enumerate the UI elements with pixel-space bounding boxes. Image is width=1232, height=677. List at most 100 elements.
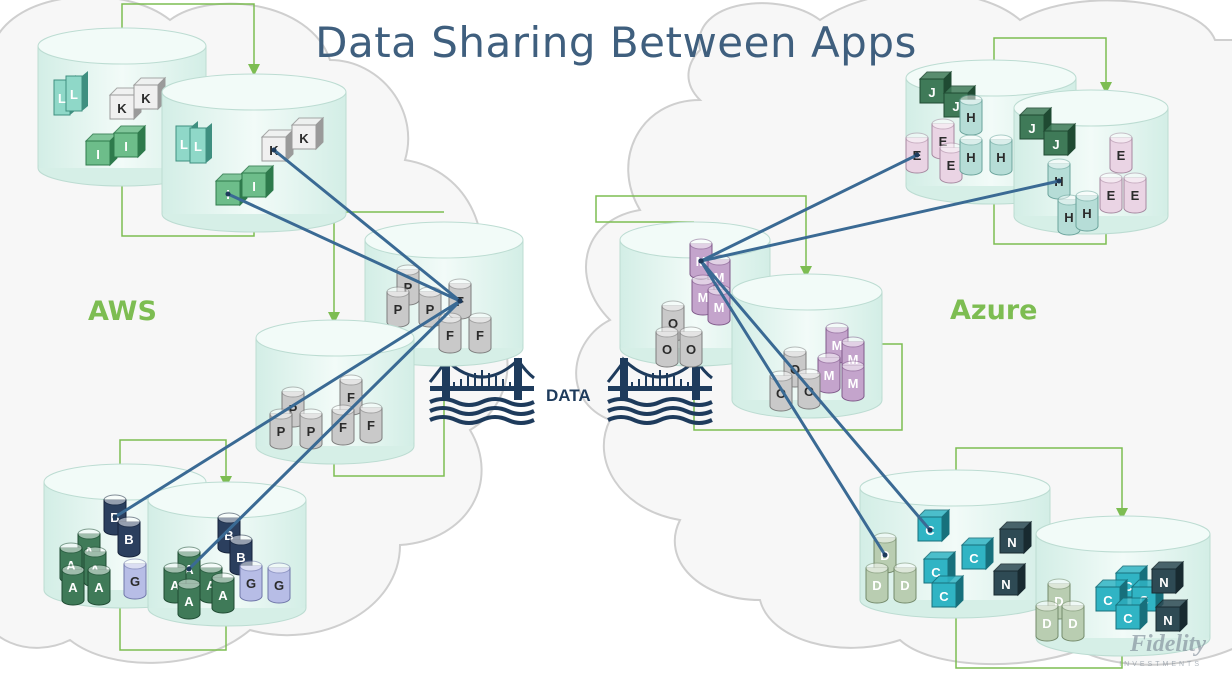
aws-label: AWS	[88, 296, 157, 327]
item-letter: L	[180, 137, 188, 152]
loop-arrow	[114, 584, 227, 651]
connector-a-f	[187, 299, 462, 571]
item-letter: D	[872, 578, 881, 593]
item-letter: B	[224, 528, 233, 543]
item-a-can	[177, 578, 201, 620]
item-n-cube	[998, 520, 1033, 555]
item-n-cube	[1150, 560, 1185, 595]
connector-endpoint	[271, 147, 277, 153]
database-azure-JEH-2: JJEEEHHH	[1013, 89, 1169, 236]
item-letter: E	[1107, 188, 1116, 203]
item-a-can	[87, 564, 111, 606]
item-j-cube	[918, 70, 953, 105]
item-f-can	[468, 312, 492, 354]
item-c-cube	[1094, 578, 1129, 613]
connector-endpoint	[914, 152, 920, 158]
item-letter: C	[931, 565, 941, 580]
item-letter: L	[194, 139, 202, 154]
item-letter: G	[246, 576, 256, 591]
item-letter: A	[94, 580, 104, 595]
loop-arrow	[595, 195, 812, 278]
connector-lines	[112, 147, 1062, 572]
item-letter: C	[1103, 593, 1113, 608]
item-d-can	[1035, 600, 1059, 642]
fidelity-logo-subtext: INVESTMENTS	[1119, 661, 1202, 668]
item-letter: A	[170, 578, 180, 593]
database-aws-ABG-2: BBAAAAAGG	[147, 481, 307, 627]
item-letter: J	[1028, 121, 1035, 136]
connector-b-f	[113, 299, 462, 519]
item-h-can	[959, 94, 983, 136]
item-a-can	[61, 564, 85, 606]
item-letter: C	[939, 589, 949, 604]
item-g-can	[239, 560, 263, 602]
item-c-cube	[960, 536, 995, 571]
item-b-can	[117, 516, 141, 558]
item-letter: E	[939, 134, 948, 149]
item-p-can	[418, 286, 442, 328]
item-k-cube	[290, 116, 325, 151]
item-letter: C	[969, 551, 979, 566]
item-letter: J	[928, 85, 935, 100]
item-letter: P	[277, 424, 286, 439]
connector-endpoint	[112, 514, 118, 520]
item-letter: L	[58, 91, 66, 106]
item-letter: M	[832, 338, 843, 353]
item-letter: M	[824, 368, 835, 383]
connector-endpoint	[1056, 178, 1062, 184]
item-m-can	[841, 360, 865, 402]
item-h-can	[989, 134, 1013, 176]
item-i-cube	[112, 124, 147, 159]
page-title: Data Sharing Between Apps	[315, 18, 917, 67]
item-letter: F	[446, 328, 454, 343]
item-e-can	[1109, 132, 1133, 174]
connector-endpoint	[225, 191, 231, 197]
loop-arrow	[688, 340, 903, 431]
item-c-cube	[1114, 596, 1149, 631]
connector-i-f	[226, 192, 462, 303]
item-letter: M	[714, 300, 725, 315]
item-letter: K	[141, 91, 151, 106]
loop-arrow	[119, 439, 232, 488]
item-letter: K	[117, 101, 127, 116]
item-e-can	[939, 142, 963, 184]
item-letter: D	[1054, 594, 1063, 609]
item-d-can	[1061, 600, 1085, 642]
item-l-box	[65, 71, 88, 112]
item-n-cube	[992, 562, 1027, 597]
connector-endpoint	[186, 566, 192, 572]
item-letter: C	[1123, 611, 1133, 626]
item-letter: P	[394, 302, 403, 317]
item-letter: H	[966, 150, 975, 165]
item-h-can	[1057, 194, 1081, 236]
connector-m-h	[699, 179, 1061, 263]
item-letter: P	[404, 280, 413, 295]
item-o-can	[655, 326, 679, 368]
item-letter: O	[686, 342, 696, 357]
item-e-can	[1099, 172, 1123, 214]
loop-arrow	[955, 447, 1128, 520]
connector-m-d	[699, 259, 887, 557]
connector-m-c	[699, 259, 932, 532]
item-letter: J	[952, 99, 959, 114]
item-d-can	[865, 562, 889, 604]
item-letter: D	[900, 578, 909, 593]
item-letter: E	[1131, 188, 1140, 203]
item-letter: A	[184, 594, 194, 609]
bridge-icons	[428, 356, 713, 425]
connector-endpoint	[927, 527, 933, 533]
item-e-can	[1123, 172, 1147, 214]
item-letter: O	[776, 386, 786, 401]
connector-endpoint	[457, 298, 463, 304]
item-letter: I	[96, 147, 100, 162]
database-azure-CDN-1: CCCCNNDDD	[859, 469, 1051, 619]
item-n-cube	[1154, 598, 1189, 633]
item-i-cube	[84, 132, 119, 167]
item-f-can	[359, 402, 383, 444]
item-letter: O	[668, 316, 678, 331]
item-i-cube	[214, 172, 249, 207]
loop-arrow	[993, 37, 1112, 94]
item-letter: H	[966, 110, 975, 125]
item-letter: L	[70, 87, 78, 102]
